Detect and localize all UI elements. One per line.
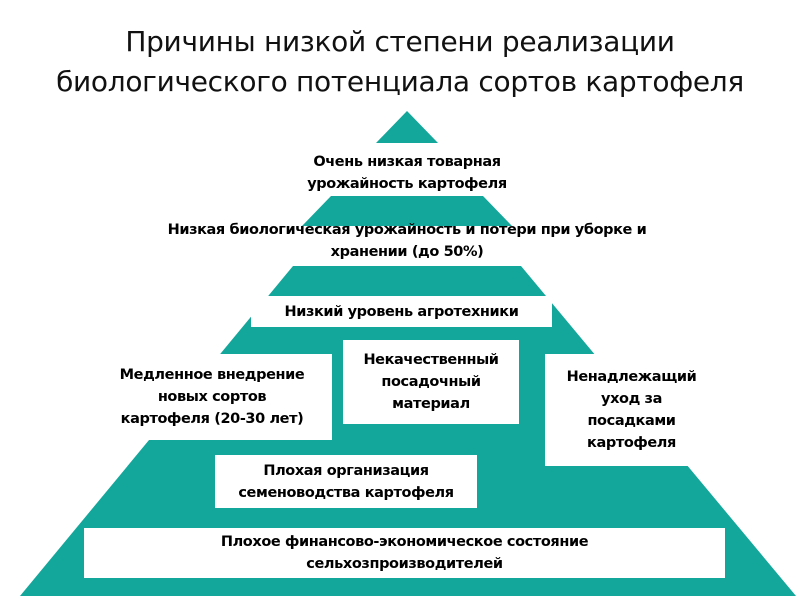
poor-seed-material-box: Некачественный посадочный материал [343,340,519,424]
diagram-title: Причины низкой степени реализации биолог… [0,22,800,102]
pyramid-tier-upper [302,196,512,226]
improper-care-line-1: Ненадлежащий [566,369,697,385]
seed-organization-box: Плохая организация семеноводства картофе… [215,455,477,508]
seed-organization-line-1: Плохая организация [263,462,429,479]
diagram-title-line-1: Причины низкой степени реализации [125,25,675,58]
biological-yield-label-line-1: Низкая биологическая урожайность и потер… [167,222,647,238]
pyramid-tier-base [20,266,796,596]
agrotechnics-box: Низкий уровень агротехники [251,296,552,327]
top-level-label-line-1: Очень низкая товарная [313,154,501,170]
financial-state-line-2: сельхозпроизводителей [306,556,503,572]
improper-care-line-4: картофеля [587,435,676,451]
improper-care-line-3: посадками [587,413,676,429]
biological-yield-label-line-2: хранении (до 50%) [330,244,484,260]
slow-adoption-line-2: новых сортов [157,389,267,405]
seed-organization-line-2: семеноводства картофеля [238,484,454,501]
slow-adoption-line-3: картофеля (20-30 лет) [120,411,304,427]
slow-adoption-box: Медленное внедрение новых сортов картофе… [92,354,332,440]
agrotechnics-box-label: Низкий уровень агротехники [284,303,519,320]
poor-seed-material-line-2: посадочный [381,374,481,390]
diagram-title-line-2: биологического потенциала сортов картофе… [56,65,744,98]
improper-care-line-2: уход за [601,391,662,407]
poor-seed-material-line-3: материал [392,396,470,412]
improper-care-box: Ненадлежащий уход за посадками картофеля [545,354,718,466]
pyramid-tier-top [376,111,438,143]
poor-seed-material-line-1: Некачественный [363,352,499,368]
top-level-label-line-2: урожайность картофеля [307,176,507,192]
financial-state-line-1: Плохое финансово-экономическое состояние [220,534,589,550]
biological-yield-label: Низкая биологическая урожайность и потер… [110,219,704,263]
financial-state-box: Плохое финансово-экономическое состояние… [84,528,725,578]
top-level-label: Очень низкая товарная урожайность картоф… [240,151,574,195]
slow-adoption-line-1: Медленное внедрение [119,367,305,383]
